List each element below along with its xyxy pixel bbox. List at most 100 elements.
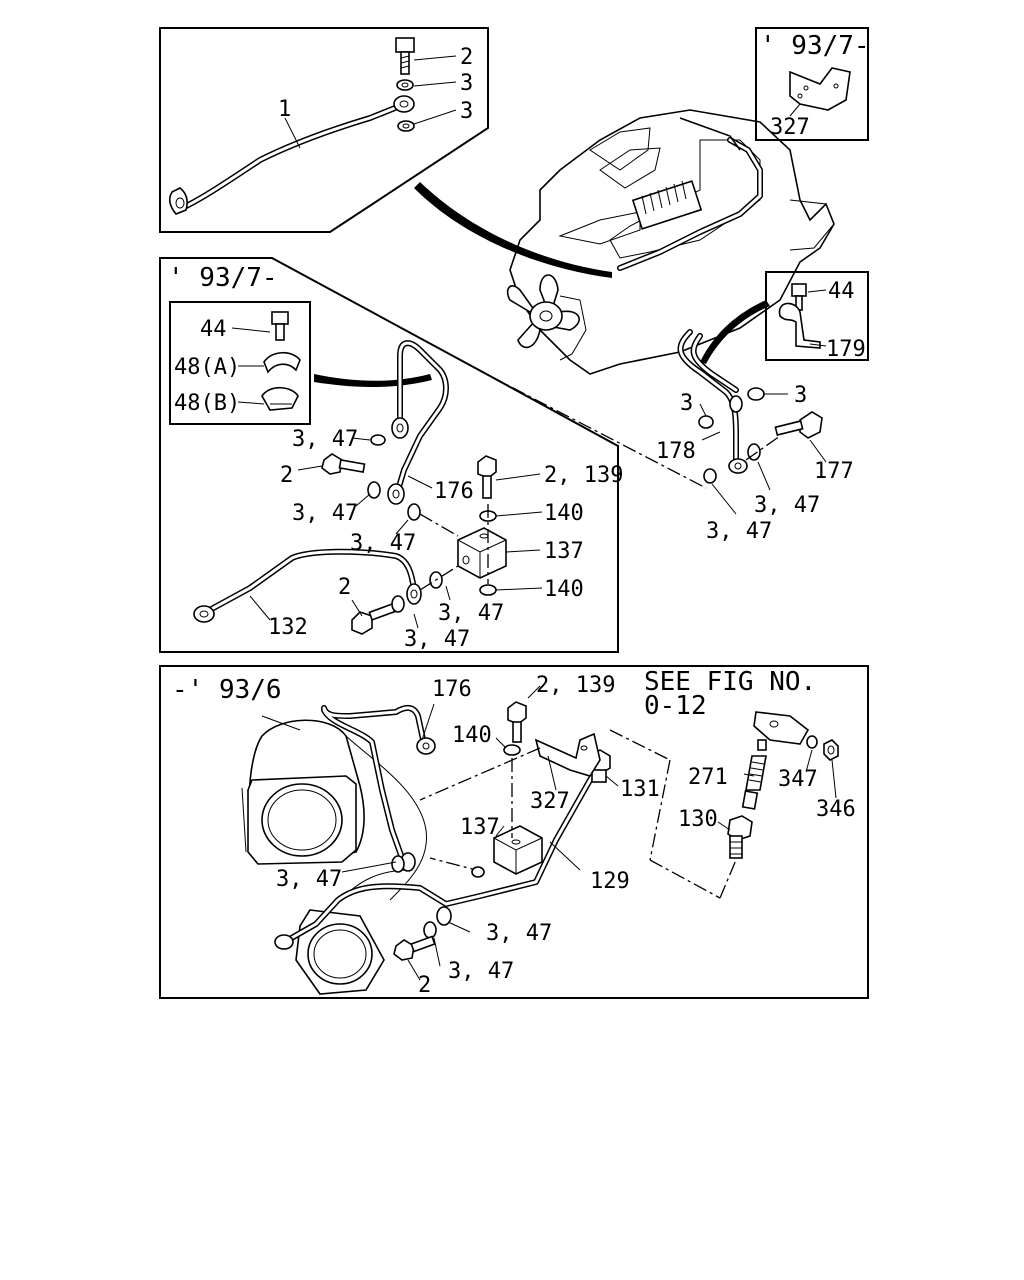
bolt-44-right (791, 283, 807, 311)
date-note: ' 93/7- (760, 31, 870, 61)
callout-347-bottom-b: 3, 47 (486, 921, 552, 946)
block-137-bottom (493, 825, 543, 875)
see-fig-line2: 0-12 (644, 691, 707, 721)
bolt-2 (395, 37, 415, 75)
callout-347-mid-a: 3, 47 (292, 427, 358, 452)
turbo-housing (241, 715, 428, 901)
callout-2-mid-b: 2 (338, 575, 351, 600)
callout-347-mid-c: 3, 47 (350, 531, 416, 556)
banjo-132-right (406, 583, 422, 605)
bolt-2-lower (351, 603, 396, 635)
callout-1: 1 (278, 97, 291, 122)
callout-140-mid-a: 140 (544, 501, 584, 526)
panel-bottom: -' 93/6 SEE FIG NO. 0-12 (159, 665, 869, 999)
bracket-327 (789, 67, 851, 111)
callout-44: 44 (828, 279, 855, 304)
callout-131: 131 (620, 777, 660, 802)
clamp-179 (778, 302, 821, 349)
callout-347-mid-e: 3, 47 (404, 627, 470, 652)
callout-327-bottom: 327 (530, 789, 570, 814)
bolt-177 (774, 411, 823, 439)
callout-3-right-b: 3 (680, 391, 693, 416)
callout-2-139-mid: 2, 139 (544, 463, 623, 488)
banjo-176-bottom (416, 737, 436, 755)
callout-176-mid: 176 (434, 479, 474, 504)
bolt-2-139-bottom (507, 701, 527, 743)
washer-140-lower (479, 584, 497, 596)
clamp-inset: 44 48(A) 48(B) (169, 301, 311, 425)
washer-3-b (397, 120, 415, 132)
banjo-178 (728, 458, 748, 474)
callout-347-right-b: 3, 47 (706, 519, 772, 544)
callout-130: 130 (678, 807, 718, 832)
leader-band-right (700, 300, 770, 364)
callout-2-mid-a: 2 (280, 463, 293, 488)
callout-346: 346 (816, 797, 856, 822)
washer-347-bot-a (391, 855, 405, 873)
bolt-2-bottom (393, 935, 436, 961)
callout-2-139-bottom: 2, 139 (536, 673, 615, 698)
date-note-middle: ' 93/7- (168, 263, 278, 293)
callout-140-mid-b: 140 (544, 577, 584, 602)
leader-band-middle (314, 374, 432, 387)
callout-177: 177 (814, 459, 854, 484)
washer-347-bot-b (423, 921, 437, 939)
banjo-129-left (274, 934, 294, 950)
callout-137-mid: 137 (544, 539, 584, 564)
hose-271 (741, 755, 767, 810)
panel-top-left: 1 2 3 3 (159, 27, 489, 233)
washer-347-b (367, 481, 381, 499)
callout-347-bottom-c: 3, 47 (448, 959, 514, 984)
washer-3-right-b (698, 415, 714, 429)
callout-140-bottom: 140 (452, 723, 492, 748)
bolt-2-139 (477, 455, 497, 499)
clip-48b (261, 386, 299, 411)
callout-347: 347 (778, 767, 818, 792)
banjo-129-right (436, 906, 452, 926)
callout-137-bottom: 137 (460, 815, 500, 840)
date-note-bottom: -' 93/6 (172, 675, 282, 705)
banjo-132-left (193, 605, 215, 623)
banjo-176-upper (391, 417, 409, 439)
panel-middle: ' 93/7- 44 48(A) 48(B) (159, 257, 707, 653)
callout-2: 2 (460, 45, 473, 70)
washer-347-c (407, 503, 421, 521)
clip-48a (263, 351, 301, 374)
leader-band-top (414, 182, 612, 278)
callout-327: 327 (770, 115, 810, 140)
washer-3-a (396, 79, 414, 91)
callout-178: 178 (656, 439, 696, 464)
washer-3-right-a (747, 387, 765, 401)
washer-347-e (391, 595, 405, 613)
banjo-see-fig (753, 711, 810, 751)
engine-right-parts: 3 3 178 177 3, 47 3, 47 (656, 329, 854, 544)
washer-347-bot-c (471, 866, 485, 878)
callout-48a: 48(A) (174, 355, 240, 380)
callout-3a: 3 (460, 71, 473, 96)
callout-179: 179 (826, 337, 866, 362)
callout-48b: 48(B) (174, 391, 240, 416)
callout-347-right-a: 3, 47 (754, 493, 820, 518)
washer-140-bottom (503, 744, 521, 756)
bolt-44-inset (271, 311, 289, 341)
banjo-176-lower (387, 483, 405, 505)
washer-347-a (370, 434, 386, 446)
callout-347-mid-b: 3, 47 (292, 501, 358, 526)
bracket-327-bottom (534, 732, 601, 777)
callout-129: 129 (590, 869, 630, 894)
panel-right-clamp: 44 179 (765, 271, 869, 362)
callout-271: 271 (688, 765, 728, 790)
fitting-130 (727, 815, 753, 859)
banjo-fitting-lower (168, 187, 188, 215)
bolt-2-left (321, 453, 366, 475)
fitting-178 (729, 395, 743, 413)
callout-3b: 3 (460, 99, 473, 124)
callout-132: 132 (268, 615, 308, 640)
callout-347-bottom-a: 3, 47 (276, 867, 342, 892)
banjo-fitting-upper (393, 95, 415, 113)
callout-176-bottom: 176 (432, 677, 472, 702)
fan-icon (506, 274, 587, 361)
callout-347-mid-d: 3, 47 (438, 601, 504, 626)
see-fig-line1: SEE FIG NO. (644, 667, 816, 697)
